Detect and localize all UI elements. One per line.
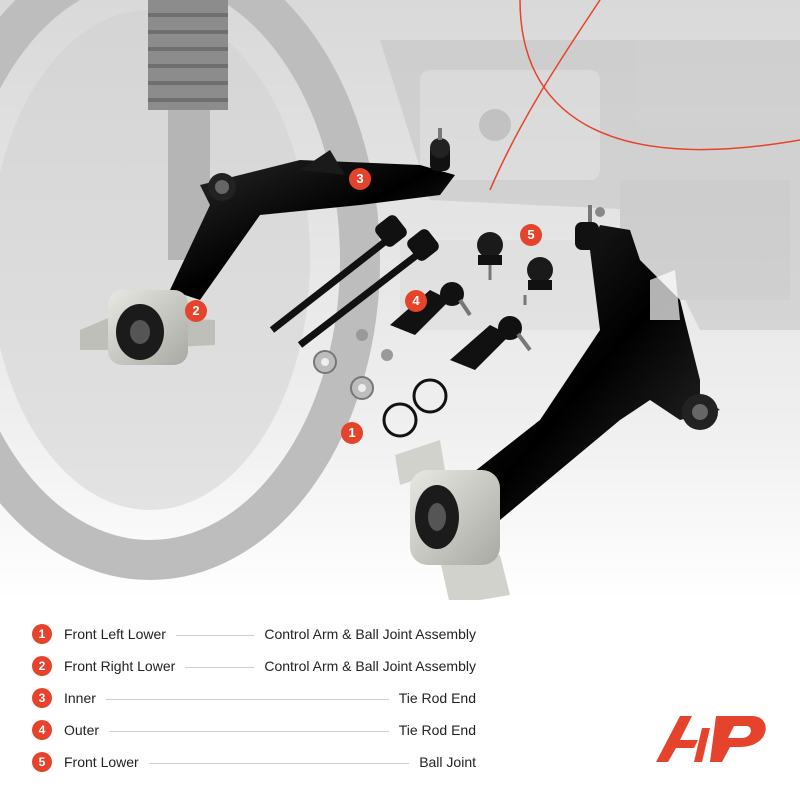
parts-legend: 1 Front Left Lower Control Arm & Ball Jo… [32, 618, 476, 778]
legend-position: Front Right Lower [64, 658, 176, 674]
marker-3: 3 [349, 168, 371, 190]
legend-number: 5 [32, 752, 52, 772]
left-control-arm [80, 128, 455, 365]
wheel-hub-shape [0, 10, 310, 510]
marker-2: 2 [185, 300, 207, 322]
right-ball-joint [575, 205, 605, 250]
legend-part: Tie Rod End [398, 690, 476, 706]
legend-number: 1 [32, 624, 52, 644]
legend-position: Outer [64, 722, 100, 738]
legend-row: 5 Front Lower Ball Joint [32, 746, 476, 778]
legend-position: Front Lower [64, 754, 139, 770]
product-photo [0, 0, 800, 600]
left-bushing [80, 290, 215, 365]
marker-1: 1 [341, 422, 363, 444]
legend-position: Front Left Lower [64, 626, 166, 642]
legend-number: 4 [32, 720, 52, 740]
legend-number: 2 [32, 656, 52, 676]
legend-row: 1 Front Left Lower Control Arm & Ball Jo… [32, 618, 476, 650]
legend-row: 3 Inner Tie Rod End [32, 682, 476, 714]
hardware-washers [313, 329, 393, 400]
lower-ball-joints [477, 232, 553, 305]
legend-row: 4 Outer Tie Rod End [32, 714, 476, 746]
accent-curve-2 [489, 0, 601, 191]
right-control-arm [395, 205, 720, 600]
legend-part: Control Arm & Ball Joint Assembly [264, 658, 476, 674]
right-bushing [395, 440, 510, 600]
legend-part: Tie Rod End [398, 722, 476, 738]
inner-tie-rods [269, 215, 439, 348]
accent-curve [519, 0, 800, 151]
snap-rings [382, 378, 448, 438]
marker-4: 4 [405, 290, 427, 312]
legend-leader-line [175, 634, 255, 636]
legend-position: Inner [64, 690, 96, 706]
legend-leader-line [148, 762, 410, 764]
legend-row: 2 Front Right Lower Control Arm & Ball J… [32, 650, 476, 682]
left-ball-joint [430, 128, 450, 171]
strut-spring-boot [148, 0, 228, 110]
legend-leader-line [185, 666, 255, 668]
brand-logo-icon [656, 716, 766, 762]
marker-5: 5 [520, 224, 542, 246]
legend-part: Ball Joint [419, 754, 476, 770]
outer-tie-rod-ends [390, 282, 532, 370]
legend-part: Control Arm & Ball Joint Assembly [264, 626, 476, 642]
legend-leader-line [109, 730, 389, 732]
legend-leader-line [105, 698, 389, 700]
legend-number: 3 [32, 688, 52, 708]
